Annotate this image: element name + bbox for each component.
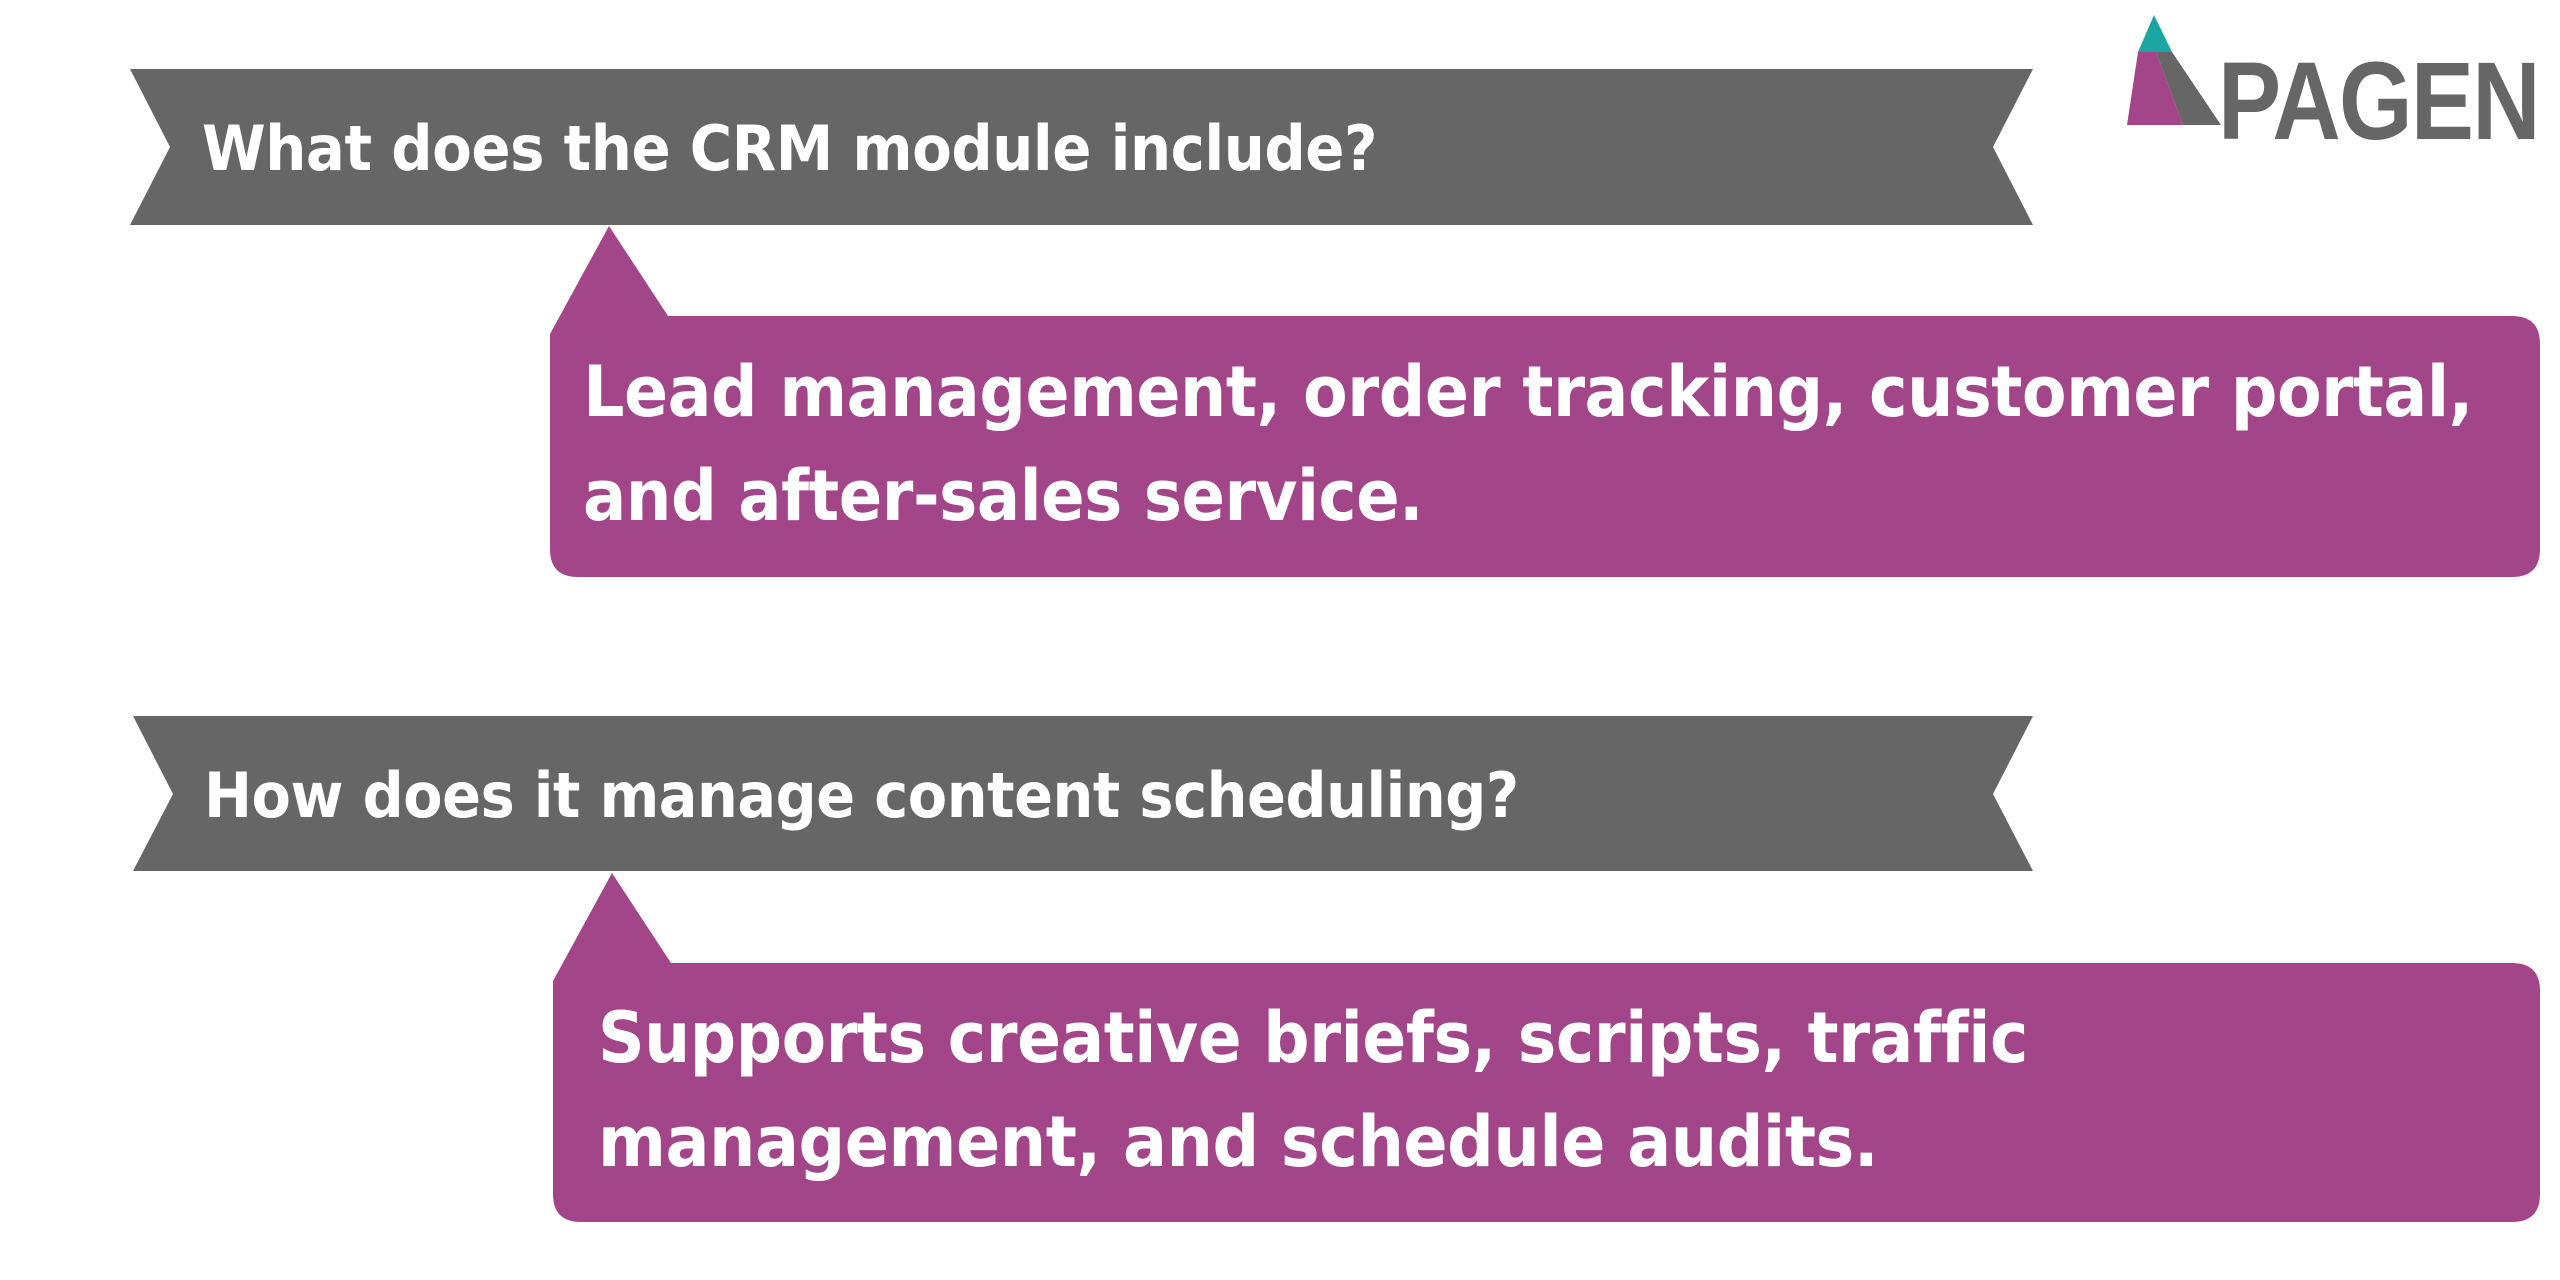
apagen-logo-text: PAGEN (2218, 40, 2541, 163)
answer-1-line-1: Lead management, order tracking, custome… (583, 351, 2473, 433)
answer-2-text: Supports creative briefs, scripts, traff… (598, 986, 2498, 1194)
apagen-logo-mark (2127, 15, 2221, 125)
question-banner-2 (133, 716, 2033, 871)
answer-2-line-1: Supports creative briefs, scripts, traff… (598, 997, 2028, 1079)
question-2-text: How does it manage content scheduling? (204, 759, 1519, 832)
answer-1-line-2: and after-sales service. (583, 455, 1424, 537)
answer-bubble-2 (553, 873, 2540, 1222)
question-1-text: What does the CRM module include? (202, 112, 1378, 185)
answer-bubble-1 (550, 226, 2540, 577)
answer-1-text: Lead management, order tracking, custome… (583, 340, 2513, 548)
answer-2-line-2: management, and schedule audits. (598, 1101, 1879, 1183)
question-banner-1 (130, 69, 2033, 225)
